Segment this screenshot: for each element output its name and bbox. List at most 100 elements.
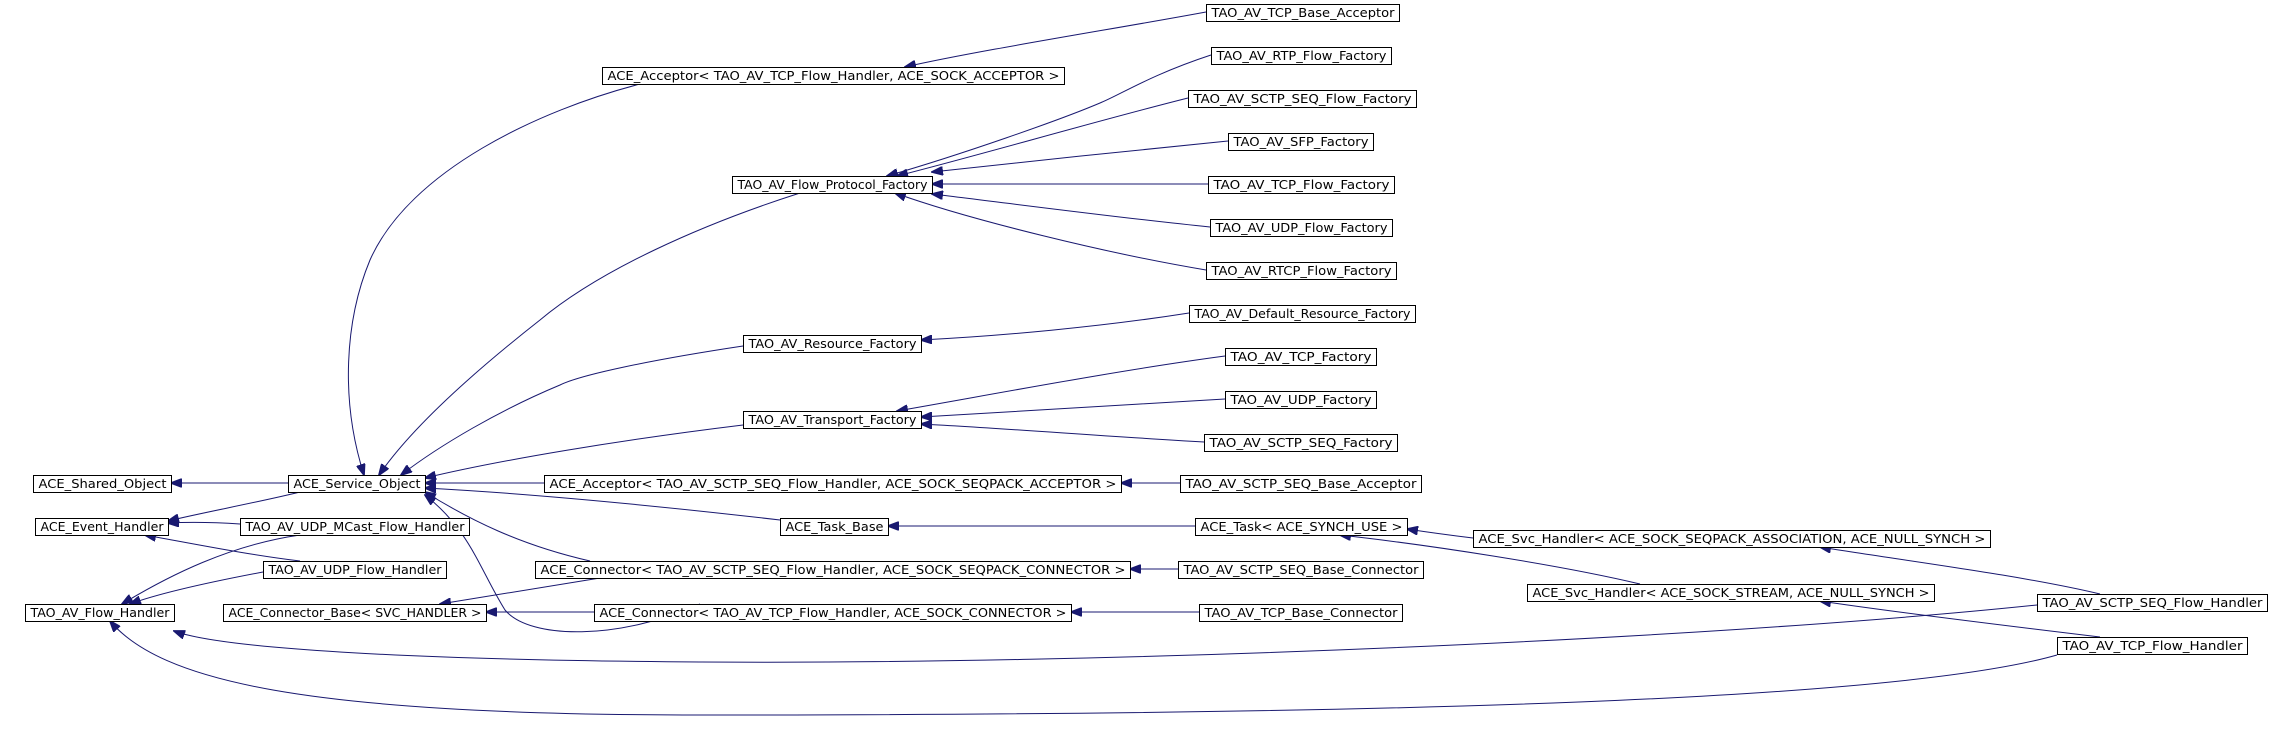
class-node-box [535, 561, 1131, 579]
class-node-event-handler[interactable]: ACE_Event_Handler [35, 518, 169, 536]
class-node-box [263, 561, 447, 579]
class-node-label: ACE_Shared_Object [39, 476, 167, 491]
inheritance-edge-resource_factory-to-service_object [401, 345, 744, 475]
class-node-label: TAO_AV_Resource_Factory [747, 336, 917, 351]
class-node-label: TAO_AV_SCTP_SEQ_Flow_Factory [1192, 91, 1412, 106]
class-node-tcp-flow-handler[interactable]: TAO_AV_TCP_Flow_Handler [2057, 637, 2248, 655]
inheritance-edge-rtp_flow_factory-to-flow_protocol_factory [887, 54, 1212, 176]
inheritance-edge-connector_sctp-to-connector_base [440, 577, 601, 604]
inheritance-edge-udp_flow_handler-to-flow_handler [130, 571, 264, 604]
inheritance-edge-svc_handler_seqpack-to-task_synch [1407, 529, 1474, 539]
class-node-box [743, 335, 922, 353]
class-node-resource-factory[interactable]: TAO_AV_Resource_Factory [743, 335, 922, 353]
class-node-label: TAO_AV_SCTP_SEQ_Factory [1208, 435, 1393, 450]
class-node-box [2057, 637, 2248, 655]
class-node-box [1225, 391, 1377, 409]
class-node-label: TAO_AV_TCP_Flow_Factory [1212, 177, 1390, 192]
class-node-udp-mcast-flow-handler[interactable]: TAO_AV_UDP_MCast_Flow_Handler [240, 518, 470, 536]
class-node-box [743, 411, 922, 429]
class-node-box [240, 518, 470, 536]
class-node-label: TAO_AV_SFP_Factory [1232, 134, 1369, 149]
class-node-sctp-seq-base-acceptor[interactable]: TAO_AV_SCTP_SEQ_Base_Acceptor [1180, 475, 1422, 493]
inheritance-edge-tcp_factory-to-transport_factory [897, 355, 1226, 411]
class-node-udp-factory[interactable]: TAO_AV_UDP_Factory [1225, 391, 1377, 409]
class-node-shared-object[interactable]: ACE_Shared_Object [33, 475, 172, 493]
class-node-svc-handler-stream[interactable]: ACE_Svc_Handler< ACE_SOCK_STREAM, ACE_NU… [1527, 584, 1935, 602]
class-node-box [1210, 219, 1393, 237]
class-node-box [1195, 518, 1408, 536]
class-node-label: ACE_Connector< TAO_AV_SCTP_SEQ_Flow_Hand… [541, 562, 1126, 577]
class-node-label: TAO_AV_SCTP_SEQ_Base_Acceptor [1184, 476, 1417, 491]
class-node-label: ACE_Acceptor< TAO_AV_SCTP_SEQ_Flow_Handl… [550, 476, 1117, 491]
class-node-box [1189, 305, 1416, 323]
class-node-box [25, 604, 175, 622]
class-node-sctp-seq-flow-factory[interactable]: TAO_AV_SCTP_SEQ_Flow_Factory [1188, 90, 1417, 108]
class-node-tcp-factory[interactable]: TAO_AV_TCP_Factory [1225, 348, 1377, 366]
class-node-rtp-flow-factory[interactable]: TAO_AV_RTP_Flow_Factory [1211, 47, 1392, 65]
class-node-rtcp-flow-factory[interactable]: TAO_AV_RTCP_Flow_Factory [1206, 262, 1397, 280]
class-node-connector-tcp[interactable]: ACE_Connector< TAO_AV_TCP_Flow_Handler, … [594, 604, 1072, 622]
class-node-svc-handler-seqpack[interactable]: ACE_Svc_Handler< ACE_SOCK_SEQPACK_ASSOCI… [1473, 530, 1991, 548]
class-node-tcp-base-connector[interactable]: TAO_AV_TCP_Base_Connector [1199, 604, 1403, 622]
inheritance-edge-udp_mcast_flow_handler-to-flow_handler [122, 534, 301, 604]
class-node-box [732, 176, 933, 194]
class-node-box [2037, 594, 2268, 612]
class-node-label: TAO_AV_RTCP_Flow_Factory [1210, 263, 1392, 278]
class-node-label: ACE_Event_Handler [41, 519, 165, 534]
class-node-box [1199, 604, 1403, 622]
class-node-default-resource-factory[interactable]: TAO_AV_Default_Resource_Factory [1189, 305, 1416, 323]
class-node-sctp-seq-factory[interactable]: TAO_AV_SCTP_SEQ_Factory [1204, 434, 1398, 452]
inheritance-edge-transport_factory-to-service_object [425, 424, 744, 478]
inheritance-edge-tcp_flow_handler-to-flow_handler [110, 621, 2058, 716]
class-node-task-base[interactable]: ACE_Task_Base [780, 518, 889, 536]
class-node-box [1188, 90, 1417, 108]
inheritance-edge-service_object-to-event_handler [168, 491, 301, 521]
class-node-flow-handler[interactable]: TAO_AV_Flow_Handler [25, 604, 175, 622]
class-node-transport-factory[interactable]: TAO_AV_Transport_Factory [743, 411, 922, 429]
class-node-label: TAO_AV_Flow_Protocol_Factory [737, 177, 929, 192]
class-node-label: TAO_AV_UDP_Flow_Factory [1214, 220, 1388, 235]
inheritance-edge-udp_mcast_flow_handler-to-event_handler [168, 522, 241, 524]
class-node-udp-flow-handler[interactable]: TAO_AV_UDP_Flow_Handler [263, 561, 447, 579]
class-node-sfp-factory[interactable]: TAO_AV_SFP_Factory [1228, 133, 1374, 151]
class-node-flow-protocol-factory[interactable]: TAO_AV_Flow_Protocol_Factory [732, 176, 933, 194]
class-node-box [1180, 475, 1422, 493]
class-node-label: ACE_Connector< TAO_AV_TCP_Flow_Handler, … [600, 605, 1067, 620]
class-node-box [1208, 176, 1395, 194]
class-node-box [1473, 530, 1991, 548]
class-node-box [1225, 348, 1377, 366]
class-node-box [223, 604, 487, 622]
class-node-tcp-base-acceptor[interactable]: TAO_AV_TCP_Base_Acceptor [1206, 4, 1400, 22]
class-node-connector-base[interactable]: ACE_Connector_Base< SVC_HANDLER > [223, 604, 487, 622]
inheritance-edge-connector_sctp-to-service_object [425, 492, 591, 562]
inheritance-edge-tcp_base_acceptor-to-acceptor_tcp [905, 11, 1207, 67]
class-node-sctp-seq-base-connector[interactable]: TAO_AV_SCTP_SEQ_Base_Connector [1178, 561, 1424, 579]
class-node-label: TAO_AV_UDP_Flow_Handler [267, 562, 442, 577]
class-node-label: ACE_Connector_Base< SVC_HANDLER > [229, 605, 482, 620]
class-node-box [1206, 4, 1400, 22]
class-node-box [1206, 262, 1397, 280]
class-node-sctp-seq-flow-handler[interactable]: TAO_AV_SCTP_SEQ_Flow_Handler [2037, 594, 2268, 612]
class-node-label: ACE_Task< ACE_SYNCH_USE > [1201, 519, 1403, 534]
class-node-label: TAO_AV_TCP_Base_Acceptor [1210, 5, 1395, 20]
class-node-box [544, 475, 1122, 493]
inheritance-edge-udp_flow_handler-to-event_handler [145, 535, 301, 562]
class-node-box [1211, 47, 1392, 65]
class-node-label: TAO_AV_Default_Resource_Factory [1193, 306, 1411, 321]
inheritance-edge-sctp_seq_flow_handler-to-flow_handler [174, 604, 2038, 663]
class-node-task-synch[interactable]: ACE_Task< ACE_SYNCH_USE > [1195, 518, 1408, 536]
class-node-acceptor-sctp[interactable]: ACE_Acceptor< TAO_AV_SCTP_SEQ_Flow_Handl… [544, 475, 1122, 493]
class-node-service-object[interactable]: ACE_Service_Object [288, 475, 426, 493]
class-node-label: TAO_AV_TCP_Flow_Handler [2061, 638, 2243, 653]
class-node-label: ACE_Acceptor< TAO_AV_TCP_Flow_Handler, A… [608, 68, 1060, 83]
class-node-udp-flow-factory[interactable]: TAO_AV_UDP_Flow_Factory [1210, 219, 1393, 237]
class-node-box [1228, 133, 1374, 151]
inheritance-edge-sfp_factory-to-flow_protocol_factory [932, 140, 1229, 172]
class-node-box [33, 475, 172, 493]
inheritance-edge-acceptor_tcp-to-service_object [347, 83, 641, 475]
class-node-acceptor-tcp[interactable]: ACE_Acceptor< TAO_AV_TCP_Flow_Handler, A… [602, 67, 1065, 85]
class-node-tcp-flow-factory[interactable]: TAO_AV_TCP_Flow_Factory [1208, 176, 1395, 194]
class-node-box [594, 604, 1072, 622]
class-node-connector-sctp[interactable]: ACE_Connector< TAO_AV_SCTP_SEQ_Flow_Hand… [535, 561, 1131, 579]
inheritance-edge-sctp_seq_flow_factory-to-flow_protocol_factory [897, 97, 1189, 176]
